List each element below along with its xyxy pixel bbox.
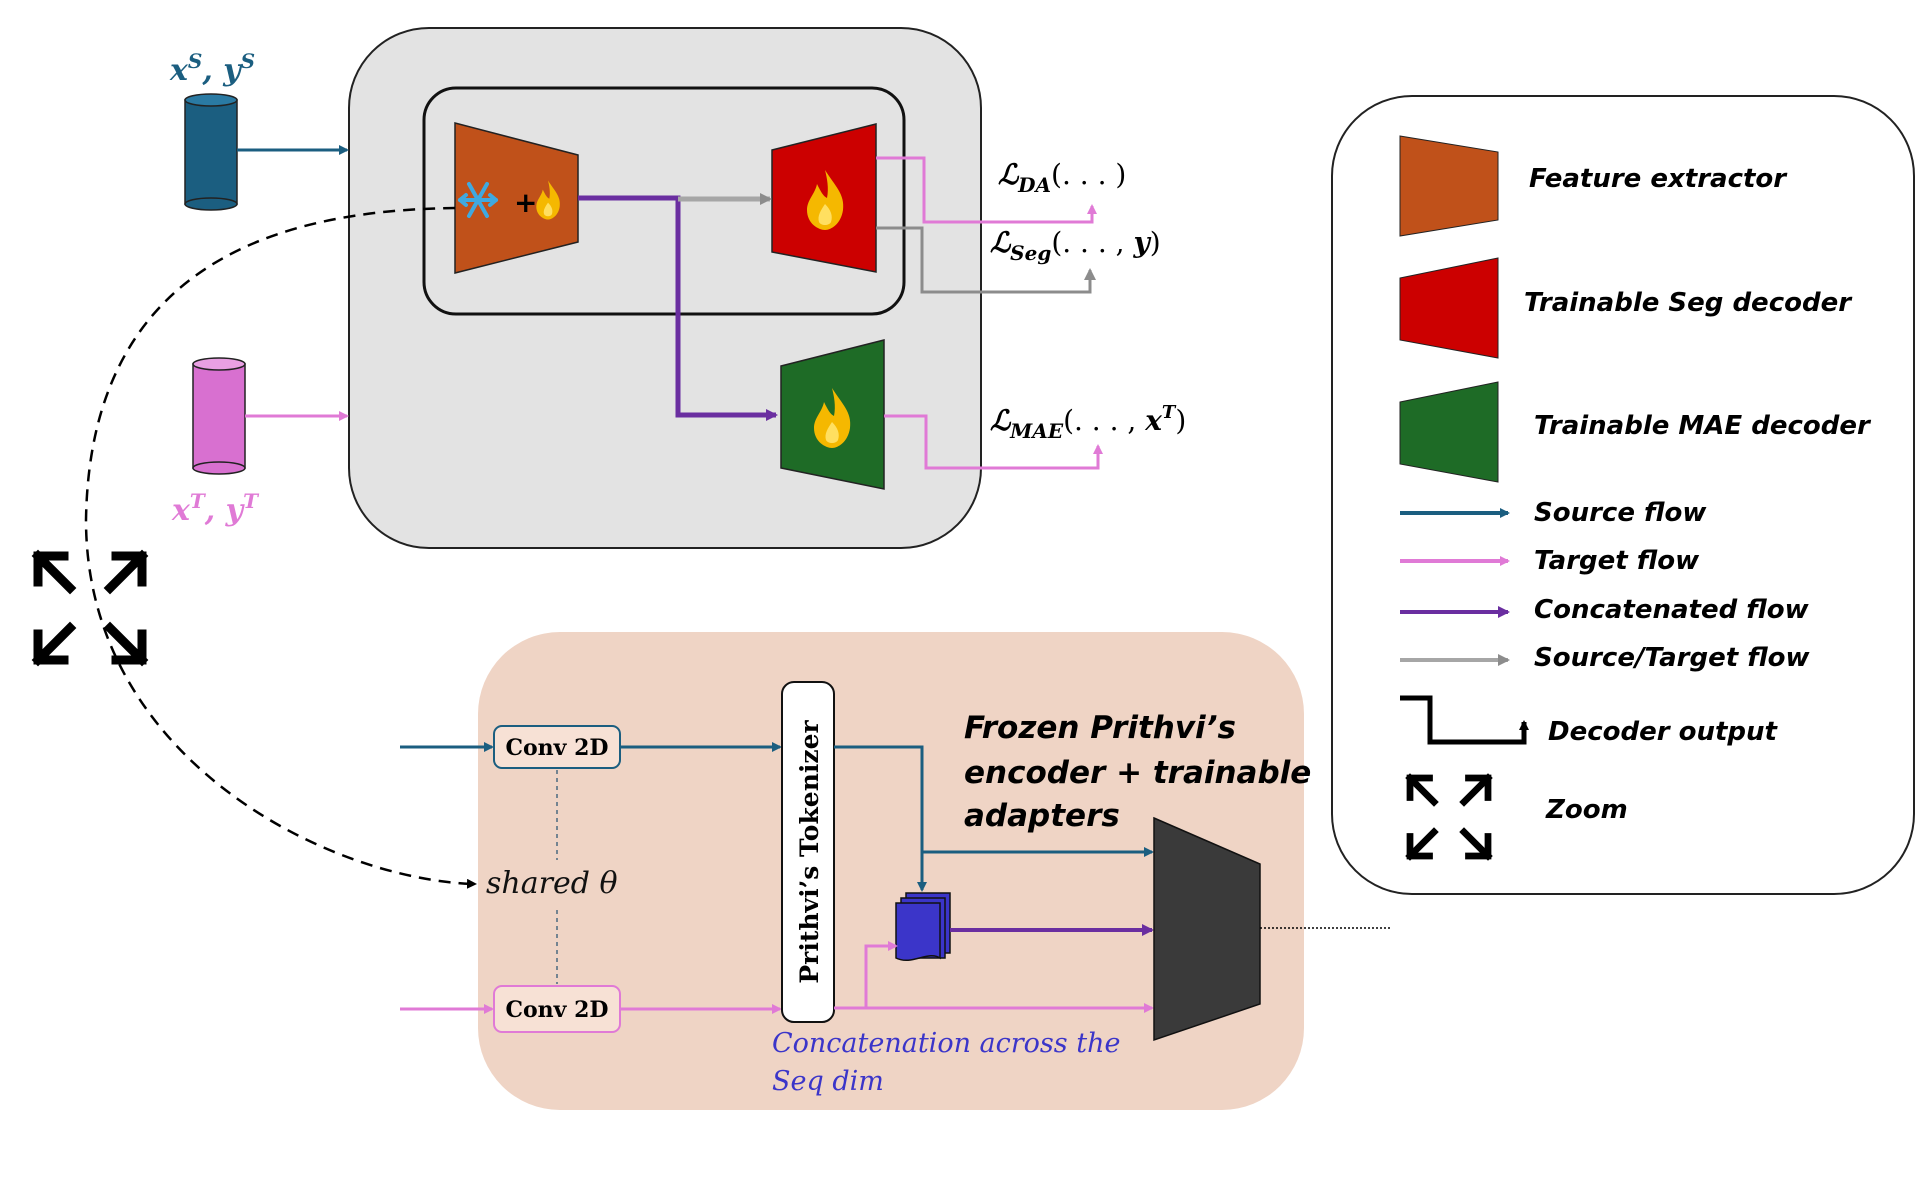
tokenizer-label: Prithvi’s Tokenizer bbox=[795, 720, 824, 984]
legend-st-label: Source/Target flow bbox=[1534, 643, 1811, 673]
legend-target-label: Target flow bbox=[1534, 546, 1700, 576]
legend-decoder-output-arrow bbox=[1400, 695, 1529, 745]
concat-flow-arrow bbox=[578, 195, 778, 421]
plus-sign: + bbox=[514, 186, 537, 219]
seg-output-arrow bbox=[876, 226, 1096, 294]
bottom-panel bbox=[478, 632, 1304, 1110]
concatenation-note-2: Seq dim bbox=[772, 1066, 884, 1097]
token-stack-icon bbox=[895, 892, 951, 961]
legend-mae-label: Trainable MAE decoder bbox=[1534, 411, 1872, 441]
source-input-label: xS, yS bbox=[169, 49, 255, 88]
tokenizer-source-out bbox=[834, 745, 924, 856]
legend-feature-label: Feature extractor bbox=[1529, 164, 1788, 194]
frozen-encoder-title-3: adapters bbox=[964, 798, 1120, 834]
frozen-encoder-title-1: Frozen Prithvi’s bbox=[964, 710, 1236, 746]
loss-da-label: ℒDA(. . . ) bbox=[998, 158, 1126, 197]
zoom-dashed-connector bbox=[84, 206, 477, 889]
frozen-encoder-block bbox=[1153, 816, 1261, 1042]
concatenation-note-1: Concatenation across the bbox=[772, 1028, 1120, 1059]
top-panel bbox=[348, 27, 982, 549]
source-database-icon bbox=[184, 93, 238, 211]
trainable-group-box bbox=[422, 86, 906, 316]
da-output-arrow bbox=[876, 156, 1097, 224]
target-to-stack-arrow bbox=[834, 941, 898, 1010]
tokenizer-box bbox=[781, 681, 835, 1023]
legend-decoder-output-label: Decoder output bbox=[1548, 717, 1779, 747]
conv2d-target-label: Conv 2D bbox=[505, 997, 608, 1023]
legend-seg-swatch bbox=[1399, 257, 1499, 359]
frozen-encoder-title-2: encoder + trainable bbox=[964, 755, 1311, 791]
mae-decoder-block bbox=[780, 339, 885, 490]
shared-theta-label: shared θ bbox=[486, 866, 618, 901]
target-input-label: xT, yT bbox=[171, 489, 260, 528]
loss-mae-label: ℒMAE(. . . , xT) bbox=[990, 402, 1186, 443]
legend-feature-swatch bbox=[1399, 135, 1499, 237]
legend-source-label: Source flow bbox=[1534, 498, 1707, 528]
legend-mae-swatch bbox=[1399, 381, 1499, 483]
legend-zoom-label: Zoom bbox=[1545, 795, 1628, 825]
legend-concat-label: Concatenated flow bbox=[1534, 595, 1810, 625]
mae-output-arrow bbox=[884, 414, 1103, 470]
snowflake-icon bbox=[458, 182, 498, 218]
loss-seg-label: ℒSeg(. . . , y) bbox=[990, 226, 1161, 265]
conv2d-source-label: Conv 2D bbox=[505, 735, 608, 761]
target-database-icon bbox=[192, 357, 246, 475]
legend-seg-label: Trainable Seg decoder bbox=[1524, 288, 1853, 318]
feature-extractor-block bbox=[454, 122, 579, 274]
